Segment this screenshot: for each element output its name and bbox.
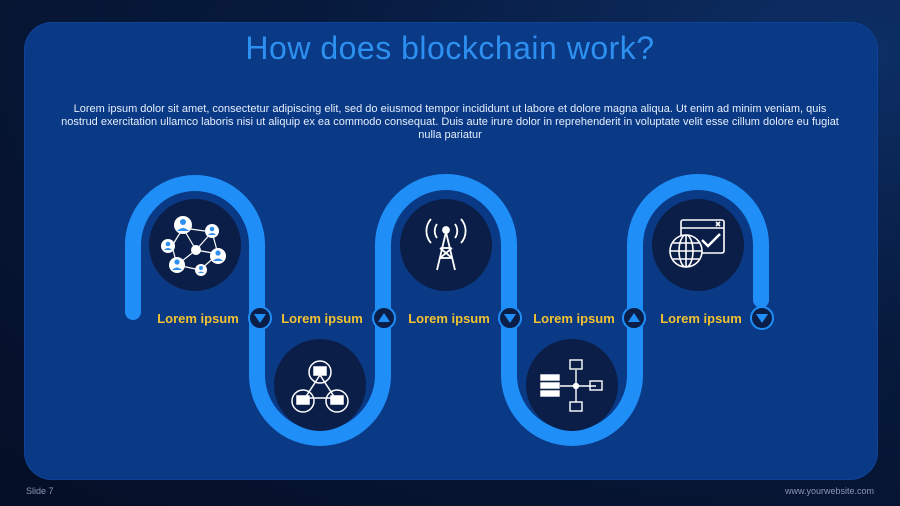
- arrow-down-icon: [248, 306, 272, 330]
- arrow-up-icon: [622, 306, 646, 330]
- step-1-label: Lorem ipsum: [157, 311, 239, 326]
- arrow-up-icon: [372, 306, 396, 330]
- arrow-down-icon: [750, 306, 774, 330]
- slide-description: Lorem ipsum dolor sit amet, consectetur …: [61, 103, 839, 141]
- step-4-label: Lorem ipsum: [533, 311, 615, 326]
- server-network-icon: [540, 359, 603, 412]
- arrow-down-icon: [498, 306, 522, 330]
- broadcast-tower-icon: [425, 218, 467, 271]
- step-5-label: Lorem ipsum: [660, 311, 742, 326]
- slide-number: Slide 7: [26, 486, 54, 496]
- step-2-label: Lorem ipsum: [281, 311, 363, 326]
- globe-browser-check-icon: [669, 219, 725, 268]
- slide-title: How does blockchain work?: [245, 30, 655, 66]
- step-3-label: Lorem ipsum: [408, 311, 490, 326]
- serpentine-path: [125, 174, 769, 446]
- website-link[interactable]: www.yourwebsite.com: [784, 486, 874, 496]
- step-4-circle: [526, 339, 618, 431]
- computer-network-icon: [291, 360, 349, 413]
- step-3-circle: [400, 199, 492, 291]
- step-2-circle: [274, 339, 366, 431]
- network-people-icon: [161, 216, 226, 276]
